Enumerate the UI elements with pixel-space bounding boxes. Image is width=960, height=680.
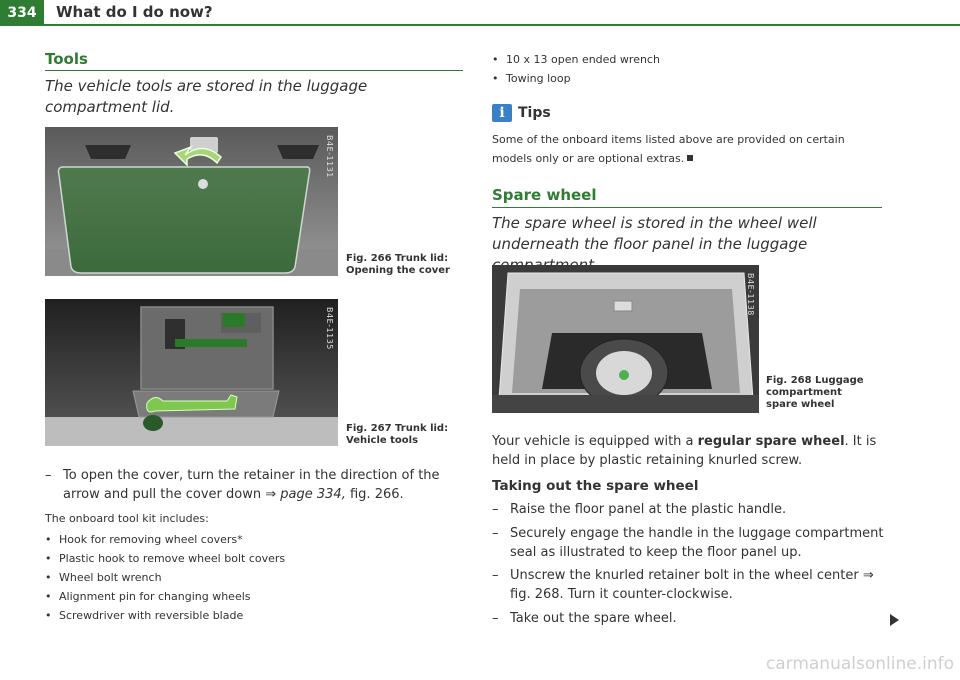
list-item: Wheel bolt wrench [45,568,465,587]
caption-text: compartment spare wheel [766,387,842,410]
section-rule [45,70,463,71]
step-item: – Take out the spare wheel. [492,609,892,628]
caption-fig-268: Fig. 268 Luggage compartment spare wheel [766,375,876,411]
step-dash: – [492,526,499,541]
spare-description: Your vehicle is equipped with a regular … [492,432,892,470]
step-text: Raise the floor panel at the plastic han… [510,502,787,517]
section-heading-tools: Tools [45,50,88,68]
caption-number: Fig. 267 Trunk lid: [346,423,449,434]
figure-code: B4E-1135 [325,307,334,350]
spare-body-bold: regular spare wheel [697,434,845,449]
figure-267: B4E-1135 [45,299,338,446]
tips-heading: Tips [518,105,551,121]
watermark: carmanualsonline.info [765,654,954,674]
spare-body-text: Your vehicle is equipped with a [492,434,694,449]
step-text: Unscrew the knurled retainer bolt in the… [510,568,874,602]
step-dash: – [45,468,52,483]
step-figure-ref: fig. 266. [349,487,404,502]
step-item: – Unscrew the knurled retainer bolt in t… [492,566,892,604]
list-item: Towing loop [492,69,892,88]
list-item: Alignment pin for changing wheels [45,587,465,606]
spare-wheel-illustration [492,265,759,413]
caption-text: Opening the cover [346,265,450,276]
figure-code: B4E-1131 [325,135,334,178]
list-item: 10 x 13 open ended wrench [492,50,892,69]
list-item: Hook for removing wheel covers* [45,530,465,549]
caption-number: Fig. 266 Trunk lid: [346,253,449,264]
step-text: To open the cover, turn the retainer in … [63,468,440,502]
caption-fig-267: Fig. 267 Trunk lid: Vehicle tools [346,423,466,447]
vehicle-tools-illustration [45,299,338,446]
step-dash: – [492,568,499,583]
tool-kit-list-continued: 10 x 13 open ended wrench Towing loop [492,50,892,88]
info-icon: i [492,104,512,122]
kit-intro: The onboard tool kit includes: [45,512,209,525]
tips-text: Some of the onboard items listed above a… [492,130,872,168]
page-title: What do I do now? [56,3,213,21]
step-item: – Securely engage the handle in the lugg… [492,524,892,562]
step-text: Take out the spare wheel. [510,611,677,626]
page-number: 334 [0,0,44,26]
subheading-taking-out: Taking out the spare wheel [492,478,699,494]
figure-268: B4E-1138 [492,265,759,413]
caption-number: Fig. 268 Luggage [766,375,864,386]
continue-arrow-icon [890,614,899,626]
step-dash: – [492,502,499,517]
tips-text-content: Some of the onboard items listed above a… [492,133,845,165]
step-item: – Raise the floor panel at the plastic h… [492,500,892,519]
caption-fig-266: Fig. 266 Trunk lid: Opening the cover [346,253,466,277]
instruction-step: – To open the cover, turn the retainer i… [45,466,465,504]
list-item: Screwdriver with reversible blade [45,606,465,625]
end-mark-icon [687,155,694,161]
caption-text: Vehicle tools [346,435,419,446]
trunk-lid-cover-illustration [45,127,338,276]
spare-body-text-end: . It is held in place by plastic retaini… [492,434,877,468]
tools-lead: The vehicle tools are stored in the lugg… [45,77,368,116]
step-text: Securely engage the handle in the luggag… [510,526,884,560]
figure-266: B4E-1131 [45,127,338,276]
section-heading-spare-wheel: Spare wheel [492,186,597,204]
header-rule [0,24,960,26]
tool-kit-list: Hook for removing wheel covers* Plastic … [45,530,465,625]
step-dash: – [492,611,499,626]
section-rule [492,207,882,208]
page-reference-link[interactable]: ⇒ page 334, [265,487,346,502]
list-item: Plastic hook to remove wheel bolt covers [45,549,465,568]
figure-code: B4E-1138 [746,273,755,316]
